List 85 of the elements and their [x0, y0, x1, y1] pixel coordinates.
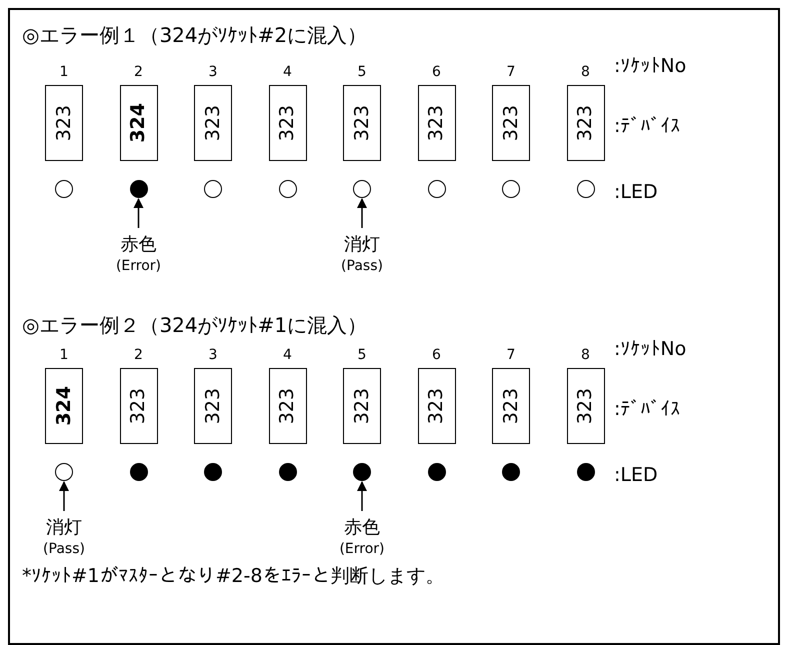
- led-off: [576, 180, 594, 198]
- led-lit: [353, 463, 371, 481]
- row-label: :LED: [614, 182, 658, 203]
- arrow: [59, 481, 69, 511]
- device-number: 323: [352, 388, 372, 424]
- device-chip: [343, 368, 381, 444]
- led-off: [204, 180, 222, 198]
- device-chip: [268, 85, 306, 161]
- footnote: *ｿｹｯﾄ#1がﾏｽﾀｰとなり#2-8をｴﾗｰと判断します。: [22, 566, 444, 587]
- socket-number: 7: [506, 348, 516, 364]
- row-label: :LED: [614, 465, 658, 486]
- led-lit: [130, 463, 148, 481]
- device-number: 323: [502, 388, 520, 424]
- row-label: :ｿｹｯﾄNo: [614, 339, 686, 360]
- device-number: 324: [129, 103, 148, 143]
- status-note: (Error): [339, 541, 385, 557]
- led-lit: [576, 463, 594, 481]
- led-lit: [278, 463, 296, 481]
- socket-number: 2: [133, 348, 144, 364]
- example-heading: ◎エラー例１（324がｿｹｯﾄ#2に混入）: [22, 24, 368, 46]
- device-chip: [492, 368, 530, 444]
- arrow: [357, 198, 367, 228]
- device-number: 323: [427, 388, 446, 424]
- socket-number: 3: [208, 65, 218, 80]
- device-chip: [492, 85, 530, 161]
- socket-number: 6: [431, 65, 442, 80]
- device-number: 323: [352, 104, 372, 142]
- device-chip: [268, 368, 306, 444]
- led-off: [278, 180, 296, 198]
- socket-number: 1: [58, 65, 70, 80]
- device-chip: [343, 85, 381, 161]
- example-heading: ◎エラー例２（324がｿｹｯﾄ#1に混入）: [22, 314, 368, 336]
- socket-number: 7: [506, 65, 516, 80]
- device-chip: [194, 368, 232, 444]
- status-note: (Error): [116, 258, 162, 274]
- socket-number: 5: [356, 348, 368, 364]
- status-note: (Pass): [341, 258, 383, 274]
- row-label: :ﾃﾞﾊﾞｲｽ: [614, 399, 680, 420]
- device-chip: [120, 85, 158, 161]
- status-label: 消灯: [344, 233, 380, 256]
- led-lit: [130, 180, 148, 198]
- device-number: 323: [576, 388, 595, 424]
- socket-number: 5: [356, 65, 368, 80]
- device-chip: [194, 85, 232, 161]
- device-number: 323: [129, 388, 148, 424]
- device-chip: [566, 368, 604, 444]
- led-off: [55, 463, 73, 481]
- device-number: 323: [54, 104, 74, 142]
- device-chip: [45, 85, 83, 161]
- led-off: [502, 180, 520, 198]
- device-number: 323: [204, 104, 222, 142]
- status-label: 消灯: [46, 516, 82, 539]
- status-label: 赤色: [344, 516, 380, 539]
- device-chip: [120, 368, 158, 444]
- device-chip: [418, 85, 456, 161]
- socket-number: 2: [133, 65, 144, 80]
- device-chip: [418, 368, 456, 444]
- device-number: 323: [278, 104, 297, 142]
- device-number: 323: [204, 388, 222, 424]
- led-off: [353, 180, 371, 198]
- arrow: [357, 481, 367, 511]
- device-number: 323: [502, 104, 520, 142]
- device-number: 324: [54, 386, 74, 426]
- device-chip: [566, 85, 604, 161]
- status-note: (Pass): [43, 541, 85, 557]
- socket-number: 6: [431, 348, 442, 364]
- led-lit: [428, 463, 446, 481]
- socket-number: 3: [208, 348, 218, 364]
- led-off: [428, 180, 446, 198]
- socket-number: 8: [580, 65, 591, 80]
- socket-number: 1: [58, 348, 70, 364]
- status-label: 赤色: [120, 233, 156, 256]
- device-number: 323: [278, 388, 297, 424]
- socket-number: 4: [282, 348, 293, 364]
- device-number: 323: [576, 104, 595, 142]
- led-lit: [502, 463, 520, 481]
- row-label: :ｿｹｯﾄNo: [614, 56, 686, 77]
- row-label: :ﾃﾞﾊﾞｲｽ: [614, 116, 680, 137]
- device-chip: [45, 368, 83, 444]
- led-off: [55, 180, 73, 198]
- socket-number: 8: [580, 348, 591, 364]
- socket-number: 4: [282, 65, 293, 80]
- device-number: 323: [427, 104, 446, 142]
- arrow: [134, 198, 144, 228]
- led-lit: [204, 463, 222, 481]
